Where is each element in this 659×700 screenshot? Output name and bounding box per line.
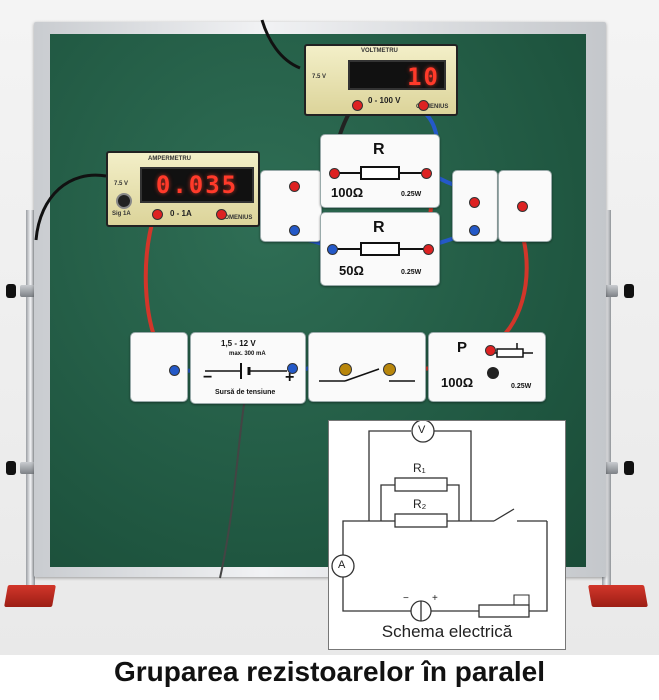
switch-module xyxy=(308,332,426,402)
resistor-r2-value: 50Ω xyxy=(339,263,364,278)
resistor-r1-right-jack[interactable] xyxy=(421,168,432,179)
resistor-r1-symbol: R xyxy=(373,141,385,158)
pot-jack[interactable] xyxy=(485,345,496,356)
battery-icon xyxy=(205,363,287,379)
resistor-r2-left-jack[interactable] xyxy=(327,244,338,255)
source-minus-sign: − xyxy=(203,369,213,386)
voltmeter-header: VOLTMETRU xyxy=(361,48,398,54)
voltmeter-range: 0 - 100 V xyxy=(368,96,401,105)
ammeter-knob[interactable] xyxy=(116,193,132,209)
potentiometer-icon xyxy=(489,343,533,358)
schematic-source-plus: + xyxy=(432,593,438,604)
left-junction-jack-top[interactable] xyxy=(289,181,300,192)
left-junction-module xyxy=(260,170,322,242)
left-stand-rod xyxy=(26,210,35,605)
pot-knob[interactable] xyxy=(487,367,499,379)
voltmeter-brand: COMENIUS xyxy=(416,104,449,110)
resistor-r1-value: 100Ω xyxy=(331,185,364,200)
switch-left-jack[interactable] xyxy=(339,363,352,376)
red-wire-ammeter-to-source xyxy=(143,212,160,346)
right-upper-knob xyxy=(624,284,634,298)
source-voltage: 1,5 - 12 V xyxy=(221,339,256,348)
schematic-source-minus: − xyxy=(403,593,409,604)
ammeter-header: AMPERMETRU xyxy=(148,156,191,162)
ammeter-minus-jack[interactable] xyxy=(216,209,227,220)
pot-symbol: P xyxy=(457,339,468,356)
schematic-title: Schema electrică xyxy=(381,622,513,641)
right-stand-rod xyxy=(602,210,611,605)
schematic-r2-label: R₂ xyxy=(413,497,427,511)
switch-right-jack[interactable] xyxy=(383,363,396,376)
schematic-diagram xyxy=(331,421,548,622)
resistor-r2-symbol: R xyxy=(373,219,385,236)
switch-icon xyxy=(319,368,415,382)
schematic-pot-symbol xyxy=(478,604,530,618)
resistor-r1-left-jack[interactable] xyxy=(329,168,340,179)
schematic-r1-symbol xyxy=(394,477,448,492)
pot-value: 100Ω xyxy=(441,375,474,390)
resistor-r2-module: R 50Ω 0.25W xyxy=(320,212,440,286)
voltmeter-power-cable xyxy=(260,19,301,70)
ammeter-range: 0 - 1A xyxy=(170,209,192,218)
right-junction-module-b xyxy=(498,170,552,242)
left-upper-knob xyxy=(6,284,16,298)
resistor-r1-module: R 100Ω 0.25W xyxy=(320,134,440,208)
source-plus-jack[interactable] xyxy=(287,363,298,374)
ammeter-power-cable xyxy=(34,173,107,241)
ammeter: AMPERMETRU 7.5 V 0.035 Sig 1A 0 - 1A COM… xyxy=(106,151,260,227)
resistor-r1-power: 0.25W xyxy=(401,191,422,198)
schematic-card: V A R₁ R₂ − + Schema electrică xyxy=(328,420,566,650)
pot-power: 0.25W xyxy=(511,383,532,390)
schematic-r1-label: R₁ xyxy=(413,461,426,475)
resistor-r2-right-jack[interactable] xyxy=(423,244,434,255)
right-junction-jack-a-top[interactable] xyxy=(469,197,480,208)
right-junction-module-a xyxy=(452,170,498,242)
right-junction-jack-a-bottom[interactable] xyxy=(469,225,480,236)
resistor-r2-power: 0.25W xyxy=(401,269,422,276)
ammeter-model: 7.5 V xyxy=(114,181,129,187)
schematic-ammeter-label: A xyxy=(338,559,346,571)
source-plus-sign: + xyxy=(285,369,295,386)
ammeter-plus-jack[interactable] xyxy=(152,209,163,220)
ammeter-knob-label: Sig 1A xyxy=(112,211,131,217)
left-corner-jack[interactable] xyxy=(169,365,180,376)
schematic-r2-symbol xyxy=(394,513,448,528)
voltmeter-plus-jack[interactable] xyxy=(352,100,363,111)
right-junction-jack-b[interactable] xyxy=(517,201,528,212)
red-wire-pot-to-resistors xyxy=(488,232,529,348)
potentiometer-module: P 100Ω 0.25W xyxy=(428,332,546,402)
photo-scene: VOLTMETRU 7.5 V 10 0 - 100 V COMENIUS AM… xyxy=(0,0,659,655)
left-corner-module xyxy=(130,332,188,402)
source-label: Sursă de tensiune xyxy=(215,389,276,396)
resistor-r2-icon xyxy=(335,242,425,256)
schematic-voltmeter-label: V xyxy=(418,424,426,436)
ammeter-brand: COMENIUS xyxy=(220,215,253,221)
right-lower-knob xyxy=(624,461,634,475)
voltmeter-display: 10 xyxy=(348,60,446,91)
left-junction-jack-bottom[interactable] xyxy=(289,225,300,236)
voltmeter-minus-jack[interactable] xyxy=(418,100,429,111)
source-current: max. 300 mA xyxy=(229,351,266,357)
left-lower-knob xyxy=(6,461,16,475)
ammeter-display: 0.035 xyxy=(140,167,254,203)
source-cable xyxy=(219,397,246,579)
page-title: Gruparea rezistoarelor în paralel xyxy=(113,656,546,687)
voltage-source-module: 1,5 - 12 V max. 300 mA − + Sursă de tens… xyxy=(190,332,306,404)
voltmeter-model: 7.5 V xyxy=(312,74,327,80)
voltmeter: VOLTMETRU 7.5 V 10 0 - 100 V COMENIUS xyxy=(304,44,458,116)
